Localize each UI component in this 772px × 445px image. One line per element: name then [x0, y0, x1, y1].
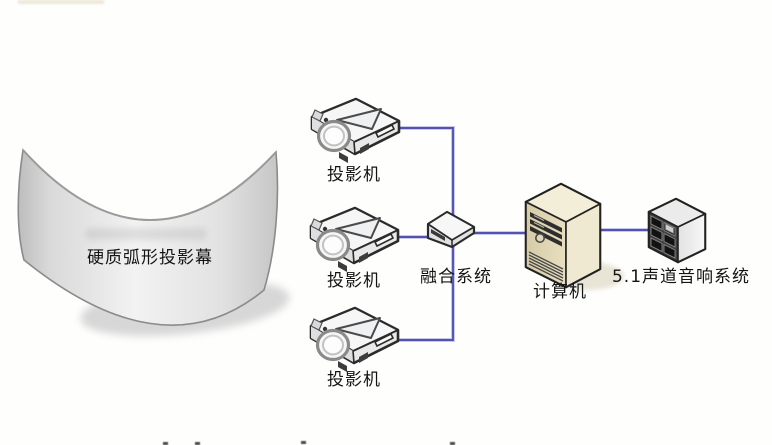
projector-icon-top [310, 97, 401, 165]
computer-label: 计算机 [533, 282, 587, 302]
watermark-smudge [85, 228, 207, 240]
computer-icon [524, 182, 624, 290]
cropped-artifact-bottom [301, 441, 306, 444]
fusion-system-icon [426, 210, 476, 249]
cropped-artifact-bottom [450, 442, 455, 445]
projector-middle-label: 投影机 [327, 271, 381, 291]
cropped-artifact-top [18, 0, 104, 4]
projector-top-label: 投影机 [327, 165, 381, 185]
projector-icon-middle [309, 206, 400, 274]
curved-screen [17, 148, 290, 337]
projector-bottom-label: 投影机 [327, 370, 381, 390]
cropped-artifact-bottom [163, 442, 168, 445]
audio-system-label: 5.1声道音响系统 [611, 267, 751, 287]
audio-system-icon [647, 197, 707, 264]
screen-top-rim [22, 149, 277, 221]
fusion-system-label: 融合系统 [420, 267, 492, 287]
cropped-artifact-bottom [195, 442, 200, 445]
screen-label: 硬质弧形投影幕 [87, 248, 213, 268]
projector-icon-bottom [309, 306, 400, 374]
